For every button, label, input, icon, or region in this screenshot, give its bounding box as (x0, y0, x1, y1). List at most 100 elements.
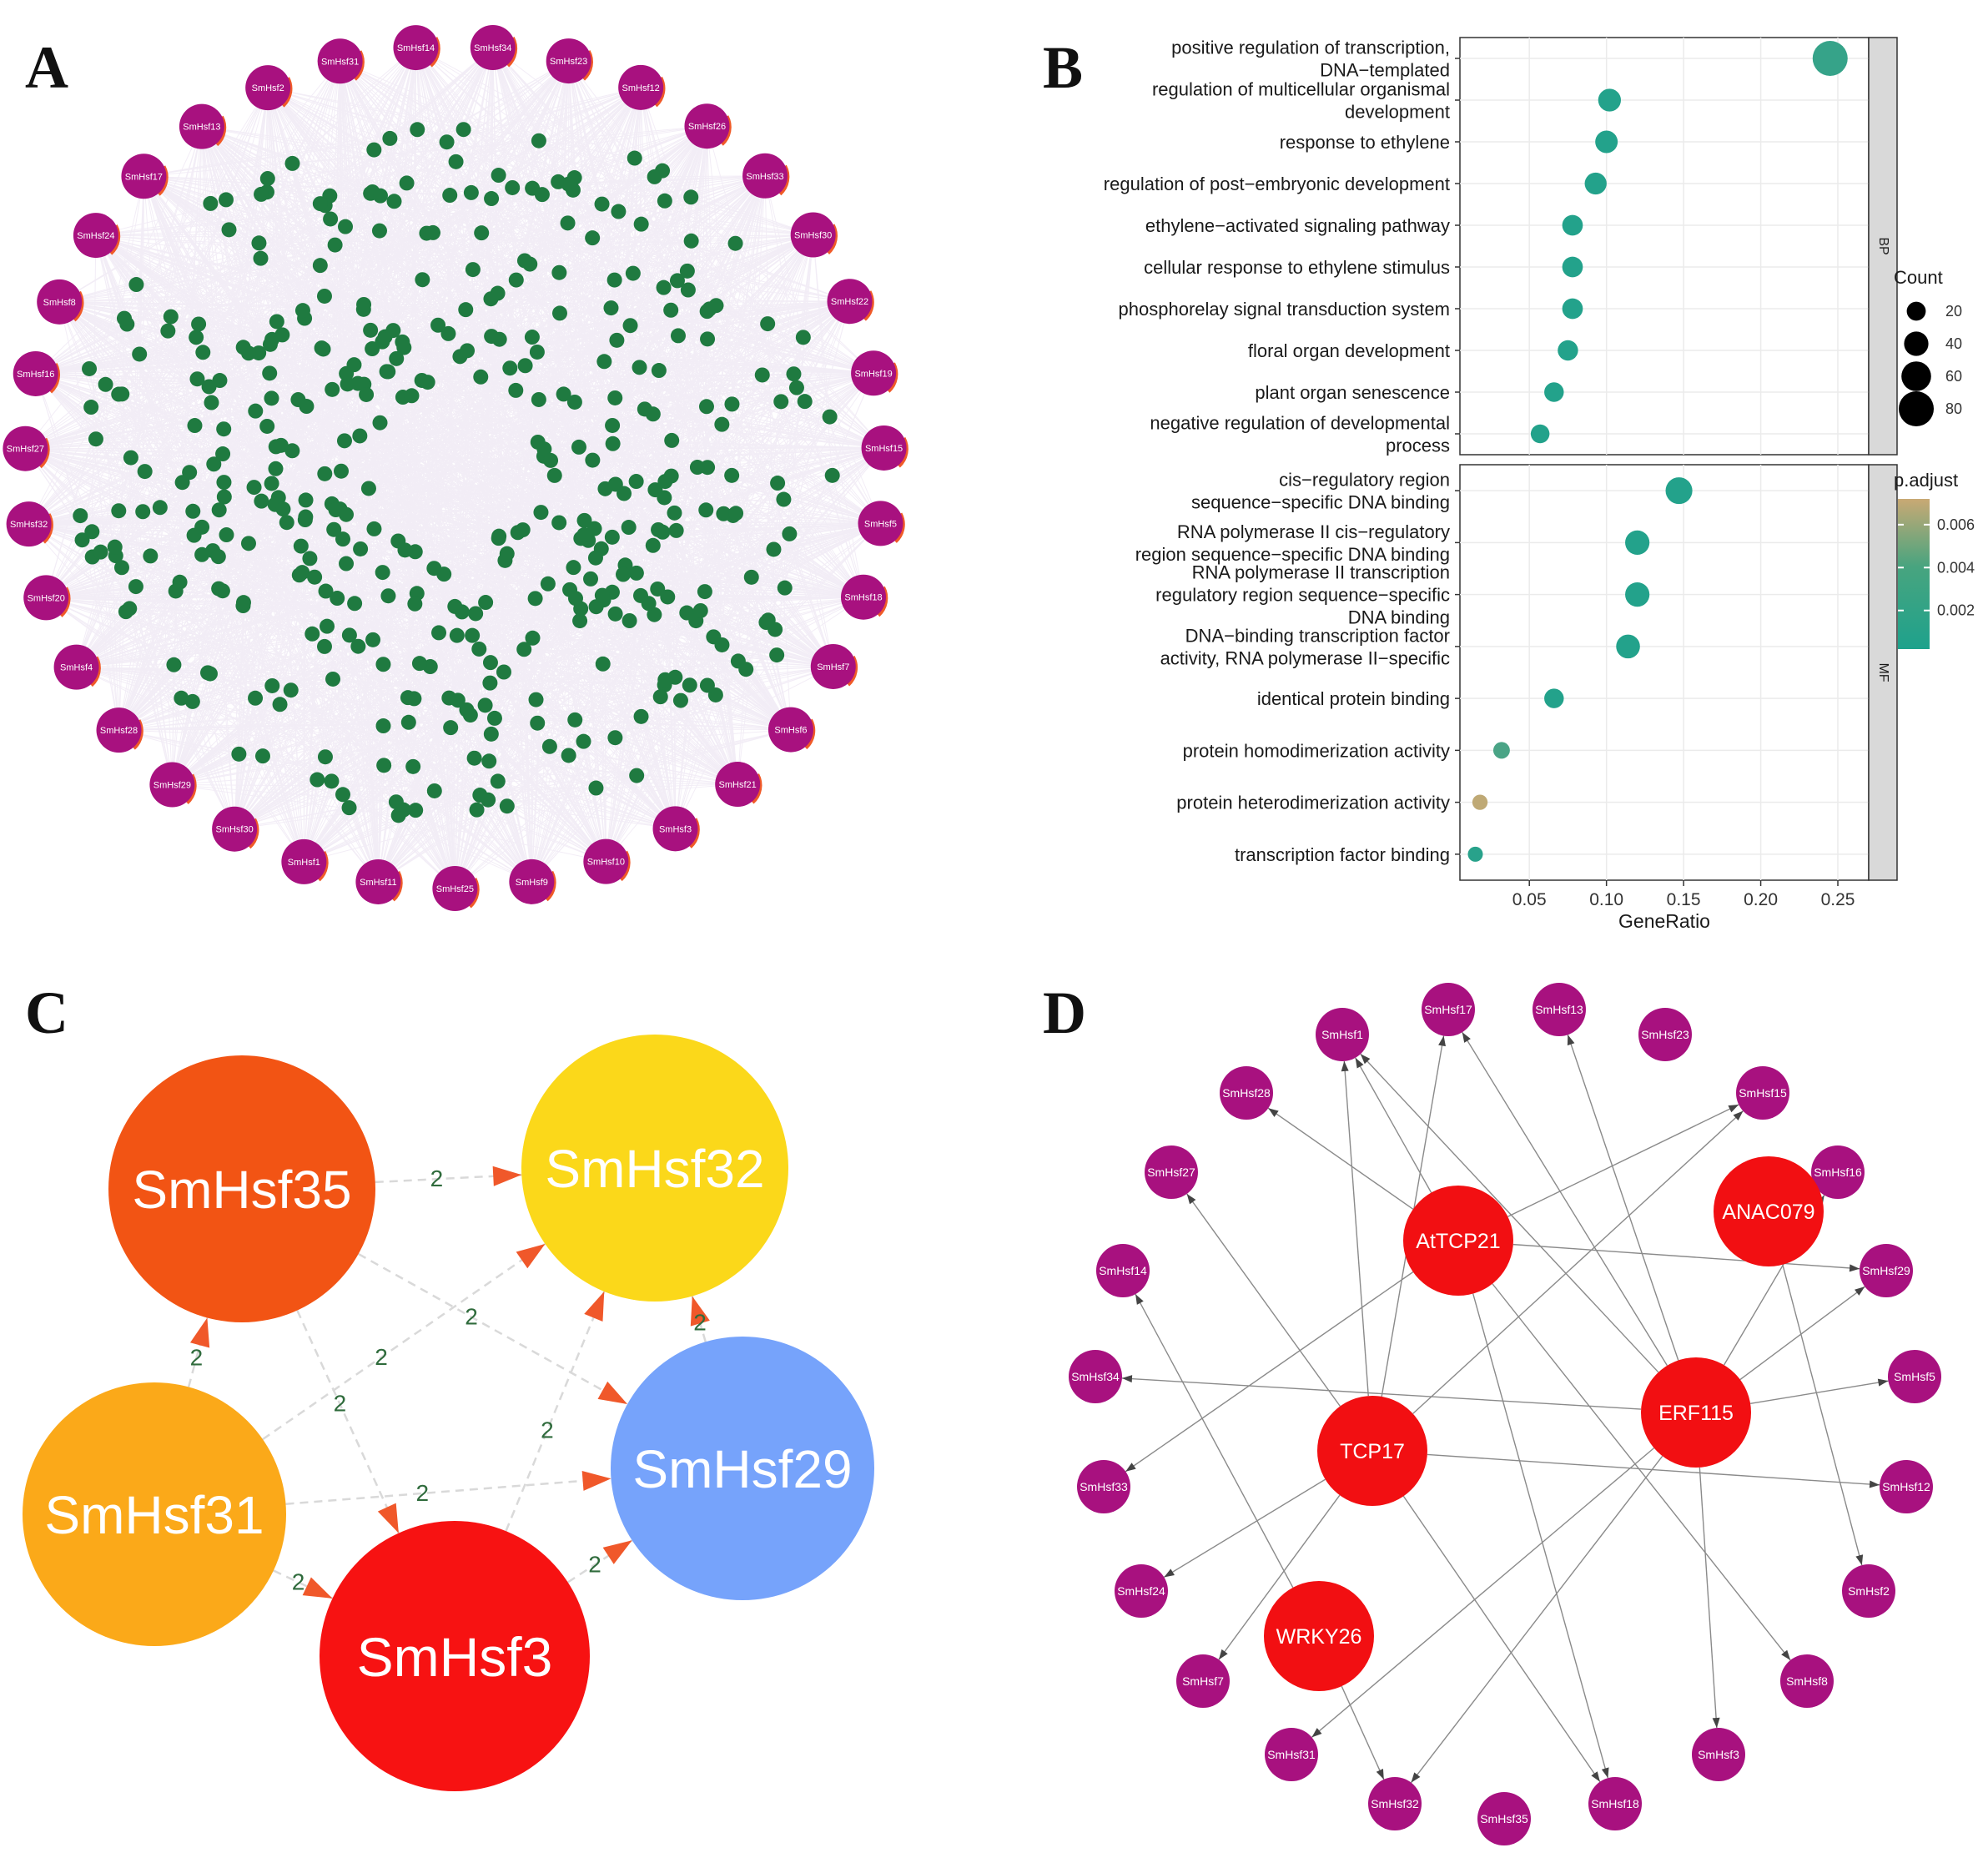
target-gene-node (714, 637, 729, 652)
regulatory-edge (1492, 1284, 1790, 1660)
tf-node-wrky26: WRKY26 (1264, 1581, 1374, 1691)
hsf-node: SmHsf14 (393, 25, 438, 70)
hsf-node-label: SmHsf6 (774, 726, 807, 736)
target-gene-node (699, 399, 714, 414)
target-gene-node (491, 531, 506, 546)
target-gene-node (505, 180, 520, 195)
target-gene-node (334, 464, 349, 479)
target-gene-node (596, 657, 611, 672)
edge-arrow (1855, 1554, 1863, 1565)
edge-label: 2 (693, 1309, 707, 1335)
hsf-node-label: SmHsf7 (1182, 1674, 1224, 1688)
edge-line (286, 1478, 611, 1503)
target-gene-node (425, 225, 440, 240)
hsf-node: SmHsf28 (97, 707, 142, 753)
term-label: sequence−specific DNA binding (1191, 492, 1450, 513)
tf-node-label: WRKY26 (1276, 1625, 1362, 1649)
target-gene-node (295, 303, 310, 318)
hsf-node: SmHsf17 (121, 154, 166, 199)
target-gene-node (356, 297, 371, 312)
interaction-edge: 2 (506, 1291, 604, 1531)
target-gene-node (467, 751, 482, 766)
hsf-node-label: SmHsf29 (154, 781, 191, 791)
target-gene-node (342, 800, 357, 815)
panel-letter-b: B (1043, 38, 1083, 98)
hsf-node-label: SmHsf32 (10, 520, 48, 530)
target-gene-node (496, 664, 511, 679)
hsf-node-label: SmHsf12 (1882, 1480, 1930, 1493)
edge-line (1740, 1286, 1865, 1379)
target-gene-node (405, 759, 420, 774)
target-gene-node (605, 530, 620, 545)
term-label: regulation of post−embryonic development (1104, 174, 1450, 194)
target-gene-node (770, 476, 785, 491)
target-gene-node (323, 211, 338, 226)
target-gene-node (482, 676, 497, 691)
hsf-node: SmHsf28 (1220, 1066, 1273, 1120)
target-gene-node (426, 561, 441, 576)
edge-label: 2 (416, 1480, 430, 1506)
term-label: DNA−templated (1320, 60, 1450, 81)
target-gene-node (533, 505, 548, 520)
hsf-node-label: SmHsf8 (43, 298, 76, 308)
tf-node-anac079: ANAC079 (1714, 1156, 1824, 1266)
target-gene-node (248, 691, 263, 706)
target-gene-node (189, 330, 204, 345)
target-gene-node (268, 461, 283, 476)
hsf-node-smhsf3: SmHsf3 (320, 1521, 590, 1791)
hsf-node: SmHsf33 (1077, 1460, 1130, 1513)
target-gene-node (412, 656, 427, 671)
target-gene-node (400, 175, 415, 190)
target-gene-node (320, 619, 335, 634)
legend-count-label: 20 (1945, 303, 1962, 320)
target-gene-node (607, 730, 622, 745)
hsf-node: SmHsf27 (1145, 1145, 1198, 1199)
target-gene-node (84, 524, 99, 539)
hsf-node: SmHsf16 (13, 351, 58, 396)
hsf-node-label: SmHsf24 (1117, 1584, 1165, 1598)
hsf-node-label: SmHsf33 (1080, 1480, 1128, 1493)
target-gene-node (516, 642, 531, 657)
target-gene-node (634, 217, 649, 232)
target-gene-node (376, 758, 391, 773)
target-gene-node (629, 566, 644, 581)
term-dot (1472, 794, 1487, 809)
target-gene-node (823, 410, 838, 425)
target-gene-node (478, 697, 493, 712)
panel-letter-c: C (25, 983, 68, 1043)
target-gene-node (484, 191, 499, 206)
hsf-node: SmHsf13 (1533, 983, 1586, 1036)
target-gene-node (185, 694, 200, 709)
legend-padj-title: p.adjust (1894, 470, 1958, 491)
facet-bp: positive regulation of transcription,DNA… (1104, 38, 1897, 456)
edge-line (1403, 1496, 1599, 1781)
target-gene-node (547, 468, 562, 483)
edge-arrow (1781, 1650, 1790, 1660)
target-gene-node (114, 560, 129, 575)
regulatory-edge (1740, 1286, 1865, 1379)
target-gene-node (396, 340, 411, 355)
target-gene-node (651, 522, 666, 537)
target-gene-node (166, 657, 181, 672)
target-gene-node (825, 468, 840, 483)
hsf-node-smhsf32: SmHsf32 (521, 1035, 788, 1302)
regulatory-edge (1568, 1035, 1678, 1360)
target-gene-node (541, 577, 556, 592)
term-label: cis−regulatory region (1279, 470, 1450, 491)
term-dot (1813, 41, 1848, 76)
target-gene-node (543, 453, 558, 468)
hsf-node: SmHsf27 (3, 426, 48, 471)
regulatory-edge (1164, 1479, 1325, 1577)
edge-line (1164, 1479, 1325, 1577)
hsf-node-smhsf31: SmHsf31 (23, 1382, 286, 1646)
regulatory-edge (1341, 1061, 1369, 1396)
target-gene-node (473, 370, 488, 385)
target-gene-node (483, 655, 498, 670)
hsf-node-label: SmHsf23 (1641, 1028, 1689, 1041)
tf-node-label: ANAC079 (1722, 1201, 1814, 1224)
target-gene-node (657, 194, 672, 209)
target-gene-node (622, 520, 637, 535)
edge-label: 2 (334, 1391, 347, 1417)
hsf-node-label: SmHsf19 (854, 369, 892, 379)
